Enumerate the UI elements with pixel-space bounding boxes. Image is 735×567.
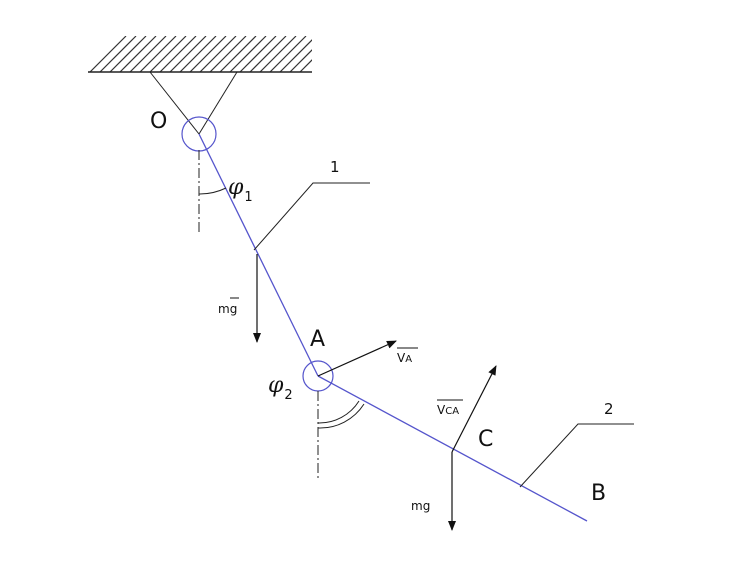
label-gravity-rod2: mg [411,499,430,513]
velocity-arrow-A [317,340,397,377]
label-velocity-CA: VCA [437,399,463,417]
label-point-A: A [310,327,325,352]
label-phi2: φ2 [268,373,293,403]
velocity-arrow-CA [451,365,497,453]
ceiling-support [88,36,312,135]
svg-text:VCA: VCA [437,403,459,417]
angle-arc-phi2-inner [317,400,360,424]
angle-arc-phi1 [198,187,227,195]
label-velocity-A: VA [397,347,418,365]
label-rod2-number: 2 [604,400,614,418]
label-gravity-rod1: mg [218,297,239,316]
label-phi1: φ1 [228,175,253,205]
rod-OA [198,133,319,377]
svg-text:VA: VA [397,351,412,365]
label-point-O: O [150,109,167,134]
leader-rod2 [519,423,634,488]
label-point-C: C [478,427,493,452]
svg-text:mg: mg [218,302,237,316]
label-point-B: B [591,481,606,506]
support-strut-left [149,71,200,135]
label-rod1-number: 1 [330,158,340,176]
support-strut-right [198,71,238,135]
leader-rod1 [253,182,370,251]
angle-arc-phi2-outer [317,403,365,429]
rod-AB [317,375,588,522]
